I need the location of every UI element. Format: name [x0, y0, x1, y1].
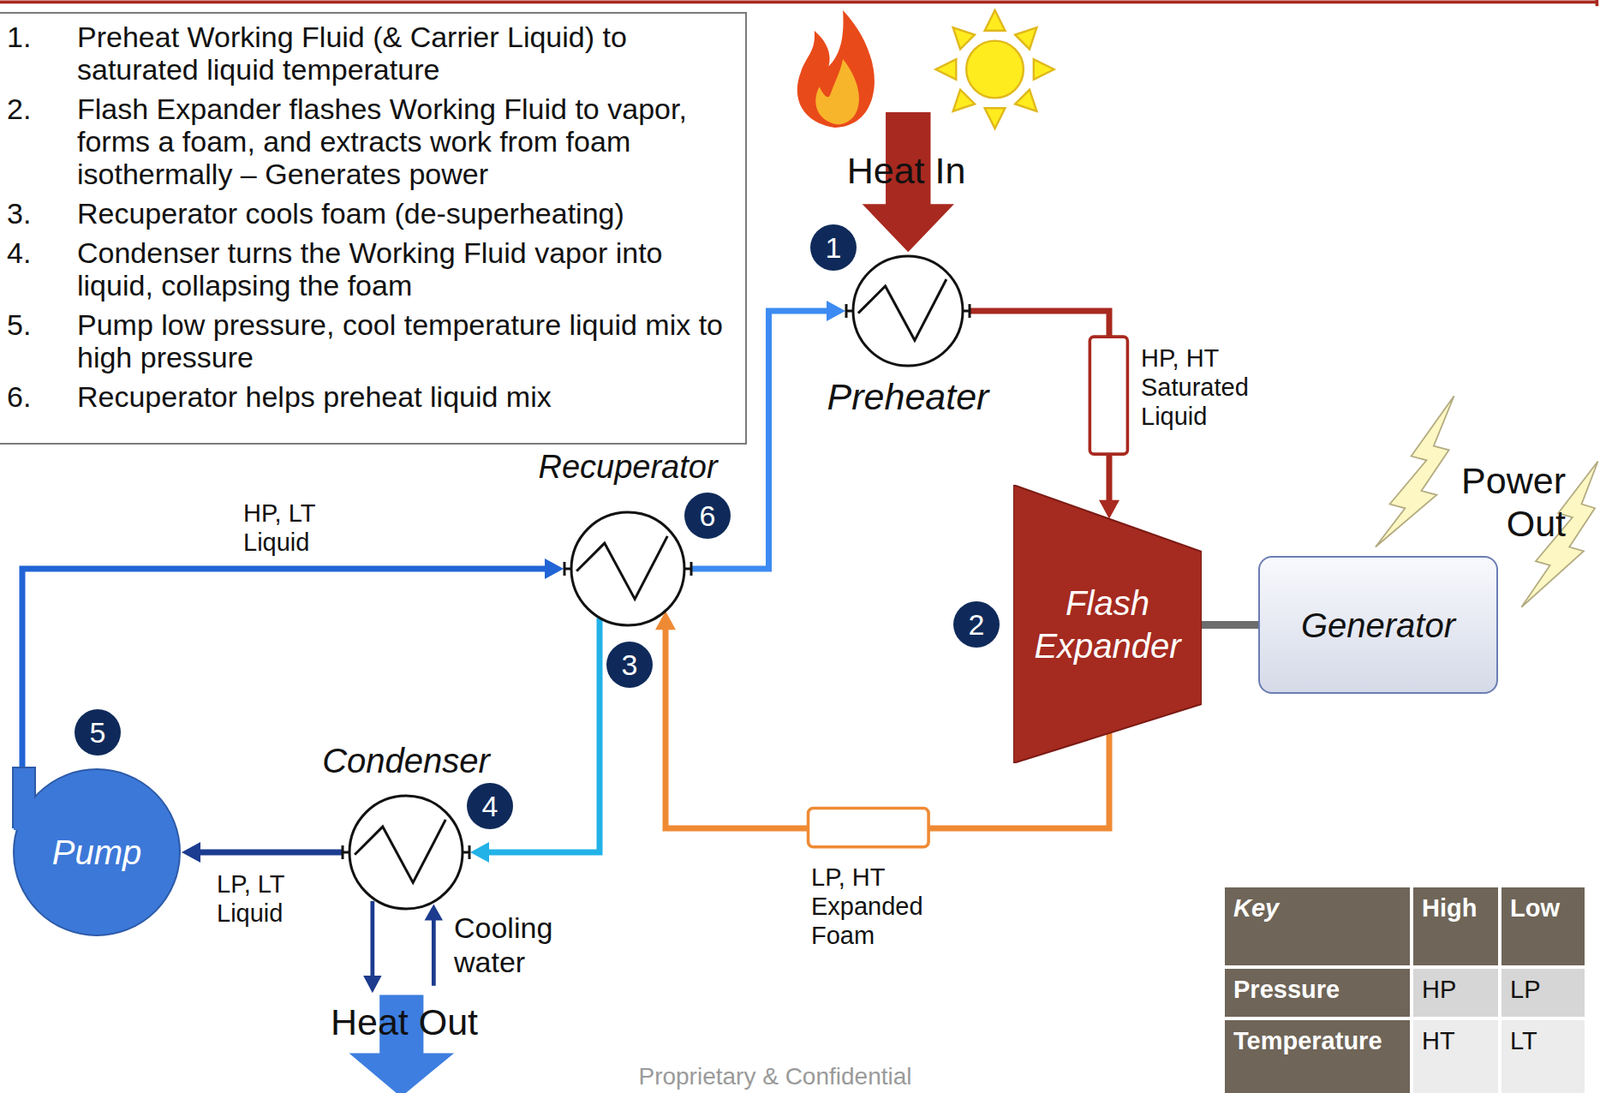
- component-label: Flash Expander: [1026, 581, 1189, 668]
- key-table-cell: HT: [1413, 1020, 1499, 1093]
- port-stub: [962, 310, 970, 313]
- key-table-cell: High: [1413, 887, 1499, 966]
- callout-number: 3: [606, 641, 653, 688]
- cooling-water-label: Cooling water: [453, 911, 574, 980]
- callout-number: 6: [684, 492, 731, 539]
- expander-body: [1013, 484, 1202, 764]
- pipe-connector: [181, 841, 342, 863]
- flame-icon: [797, 10, 875, 128]
- step-text: Recuperator cools foam (de-superheating): [77, 197, 732, 230]
- pipe-line: [22, 568, 549, 768]
- exchanger-outline: [571, 512, 685, 626]
- stream-label: HP, HT Saturated Liquid: [1140, 344, 1270, 432]
- port-stub: [564, 567, 572, 571]
- step-number: 1.: [0, 20, 78, 86]
- frame-edge: [0, 0, 1599, 5]
- step-number: 4.: [0, 236, 78, 302]
- exchanger-outline: [349, 795, 463, 909]
- step-number: 3.: [0, 197, 78, 230]
- heat-out-label: Heat Out: [330, 1002, 478, 1043]
- port-stub: [462, 851, 470, 854]
- power-out-label: Power Out: [1441, 459, 1566, 546]
- callout-number: 5: [74, 709, 121, 756]
- arrowhead: [544, 558, 564, 580]
- frame-edge: [1595, 0, 1600, 6]
- step-number: 5.: [0, 308, 78, 374]
- sun-icon: [935, 10, 1054, 129]
- cooling-water-arrows: [363, 901, 443, 993]
- step-text: Pump low pressure, cool temperature liqu…: [77, 308, 732, 374]
- step-number: 2.: [0, 92, 78, 191]
- stream-label: LP, HT Expanded Foam: [811, 863, 940, 951]
- exchanger-outline: [853, 256, 963, 366]
- arrowhead: [470, 841, 490, 863]
- exchanger-coil: [858, 279, 947, 341]
- callout-number: 2: [953, 601, 1000, 648]
- port-stub: [846, 310, 854, 313]
- pipe-line: [1201, 620, 1259, 629]
- stream-label: HP, LT Liquid: [243, 499, 347, 558]
- steps-list: 1.Preheat Working Fluid (& Carrier Liqui…: [0, 20, 732, 413]
- step-text: Preheat Working Fluid (& Carrier Liquid)…: [77, 20, 732, 86]
- stream-label: LP, LT Liquid: [216, 870, 320, 929]
- callout-number: 4: [466, 782, 514, 830]
- pump-outlet-fill: [13, 768, 35, 830]
- exchanger-symbol: [347, 794, 465, 911]
- step-number: 6.: [0, 380, 78, 413]
- key-table-cell: LT: [1501, 1020, 1585, 1093]
- heat-exchanger: Recuperator: [569, 510, 687, 627]
- exchanger-symbol: [851, 254, 965, 368]
- key-table-cell: LP: [1501, 968, 1585, 1017]
- heat-exchanger: Preheater: [851, 254, 965, 368]
- step-text: Condenser turns the Working Fluid vapor …: [77, 236, 732, 302]
- component-label: Preheater: [827, 376, 990, 418]
- exchanger-coil: [354, 819, 446, 883]
- heat-exchanger: Condenser: [347, 794, 465, 911]
- port-stub: [684, 567, 692, 571]
- pump-symbol: Pump: [11, 767, 182, 938]
- exchanger-coil: [576, 536, 668, 599]
- key-table-cell: Low: [1501, 887, 1585, 966]
- pipe-line: [197, 849, 342, 856]
- key-table-cell: Temperature: [1224, 1020, 1410, 1093]
- callout-number: 1: [810, 224, 857, 271]
- arrowhead: [181, 841, 201, 863]
- component-label: Generator: [1301, 604, 1456, 646]
- pipe-section: [808, 808, 930, 848]
- key-table-cell: HP: [1413, 968, 1499, 1017]
- port-stub: [342, 851, 350, 854]
- key-table-cell: Key: [1224, 887, 1410, 966]
- expander-shape: [1013, 484, 1202, 764]
- pipe-section: [1089, 336, 1128, 454]
- generator-box: Generator: [1258, 555, 1499, 694]
- step-text: Recuperator helps preheat liquid mix: [77, 380, 732, 413]
- steps-box: 1.Preheat Working Fluid (& Carrier Liqui…: [0, 11, 747, 445]
- confidentiality-note: Proprietary & Confidential: [638, 1063, 912, 1091]
- exchanger-symbol: [569, 510, 687, 627]
- pipe-connector: [1201, 624, 1259, 626]
- heat-in-label: Heat In: [847, 150, 967, 192]
- arrowhead: [826, 300, 846, 322]
- pump-casing: [13, 769, 180, 936]
- key-table-cell: Pressure: [1224, 968, 1410, 1017]
- component-label: Recuperator: [537, 448, 717, 487]
- step-text: Flash Expander flashes Working Fluid to …: [77, 92, 732, 191]
- component-label: Condenser: [322, 740, 490, 781]
- flash-expander: Flash Expander: [1013, 484, 1202, 764]
- component-label: Pump: [52, 833, 143, 872]
- pipe-connector: [22, 558, 564, 768]
